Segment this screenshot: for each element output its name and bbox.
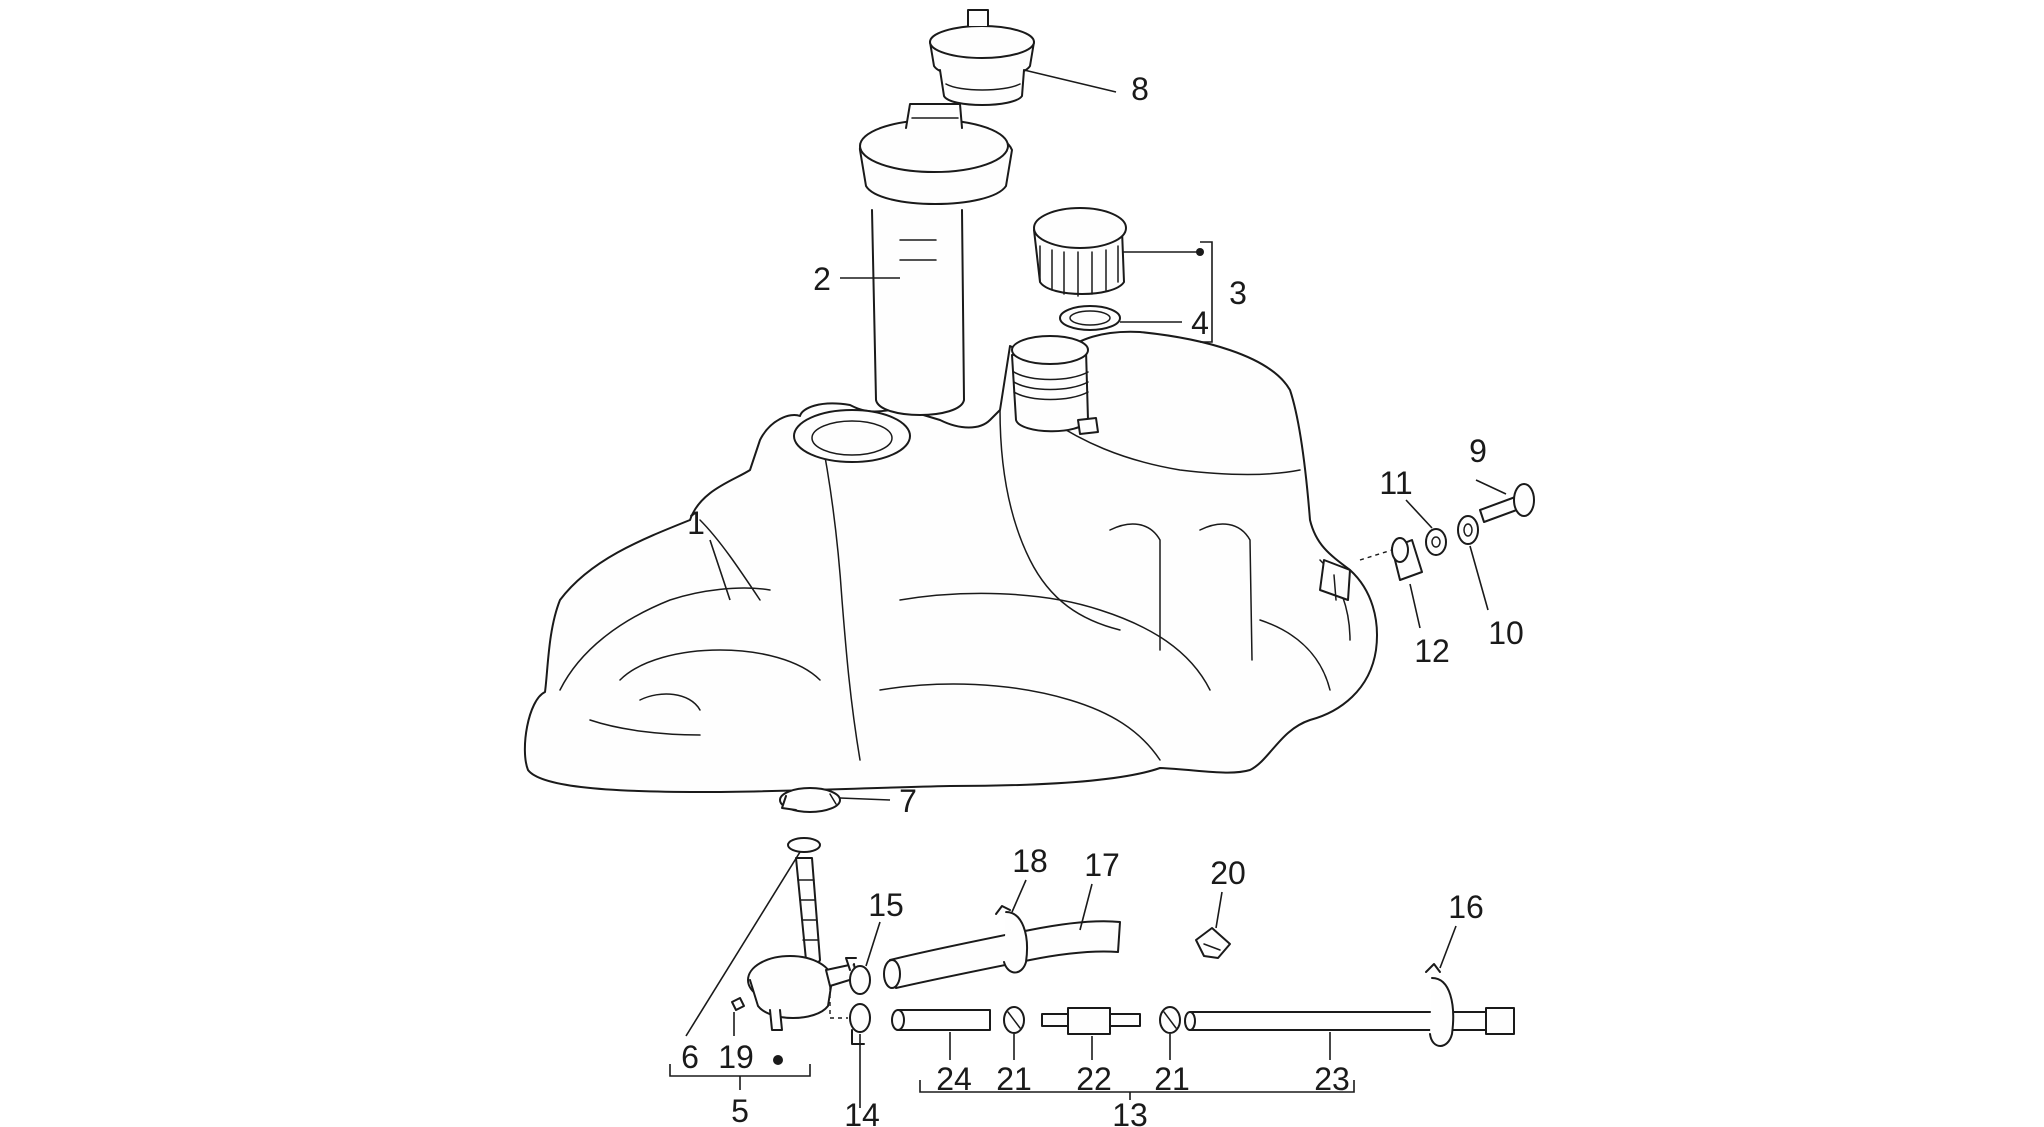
fuel-level-sender[interactable] [858, 103, 1013, 416]
long-fuel-pipe-23[interactable] [1184, 1007, 1515, 1035]
leader-10 [1469, 545, 1489, 611]
leader-17 [1079, 883, 1093, 931]
callout-21a: 21 [996, 1061, 1032, 1097]
leader-20 [1215, 891, 1223, 929]
fuel-cap-gasket[interactable] [1059, 305, 1121, 331]
callout-11: 11 [1379, 465, 1412, 501]
hose-clamp-21a[interactable] [1003, 1006, 1025, 1034]
callout-8: 8 [1131, 71, 1149, 107]
o-ring-6[interactable] [787, 837, 821, 853]
retaining-clip-20[interactable] [1195, 927, 1231, 959]
pipe-24[interactable] [891, 1009, 991, 1031]
callout-14: 14 [844, 1097, 880, 1127]
callout-1: 1 [687, 505, 705, 541]
callout-20: 20 [1210, 855, 1246, 891]
fuel-tank[interactable] [523, 330, 1378, 793]
bracket-3 [1200, 241, 1213, 343]
callout-23: 23 [1314, 1061, 1350, 1097]
inline-fuel-filter-22[interactable] [1041, 1007, 1141, 1035]
callout-19: 19 [718, 1039, 754, 1075]
leader-11 [1405, 499, 1433, 529]
fixing-screw[interactable] [1479, 483, 1535, 523]
callout-16: 16 [1448, 889, 1484, 925]
callout-13: 13 [1112, 1097, 1148, 1127]
hose-clip-14[interactable] [849, 1003, 871, 1045]
small-washer-19[interactable] [731, 997, 745, 1011]
callout-24: 24 [936, 1061, 972, 1097]
fuel-hose-17[interactable] [883, 920, 1121, 989]
leader-12 [1409, 583, 1421, 629]
hose-clamp-21b[interactable] [1159, 1006, 1181, 1034]
washer-10[interactable] [1457, 515, 1479, 545]
hose-clamp-16[interactable] [1425, 963, 1455, 1047]
hose-clip-15[interactable] [845, 957, 871, 995]
callout-15: 15 [868, 887, 904, 923]
leader-15 [865, 921, 881, 967]
callout-12: 12 [1414, 633, 1450, 669]
leader-7 [839, 797, 891, 801]
fuel-tap[interactable] [747, 857, 857, 1031]
callout-7: 7 [899, 783, 917, 819]
spacer-12[interactable] [1391, 537, 1423, 581]
callout-18: 18 [1012, 843, 1048, 879]
fuel-tank-cap[interactable] [1033, 207, 1127, 297]
callout-2: 2 [813, 261, 831, 297]
bracket-13 [919, 1080, 1355, 1093]
callout-10: 10 [1488, 615, 1524, 651]
callout-21b: 21 [1154, 1061, 1190, 1097]
callout-4: 4 [1191, 305, 1209, 341]
callout-22: 22 [1076, 1061, 1112, 1097]
leader-1 [709, 539, 731, 601]
leader-18 [1011, 879, 1027, 913]
leader-8 [1023, 69, 1117, 93]
washer-11[interactable] [1425, 528, 1447, 556]
hose-clamp-18[interactable] [995, 905, 1028, 974]
assembly-dot-3 [1196, 248, 1204, 256]
callout-17: 17 [1084, 847, 1120, 883]
leader-16 [1439, 925, 1457, 969]
filler-cap-top[interactable] [929, 9, 1035, 106]
callout-3: 3 [1229, 275, 1247, 311]
assembly-dot-5 [773, 1055, 783, 1065]
hose-clamp-7[interactable] [779, 787, 841, 813]
callout-5: 5 [731, 1093, 749, 1127]
callout-9: 9 [1469, 433, 1487, 469]
leader-6 [685, 851, 801, 1037]
callout-6: 6 [681, 1039, 699, 1075]
leader-9 [1475, 479, 1507, 495]
